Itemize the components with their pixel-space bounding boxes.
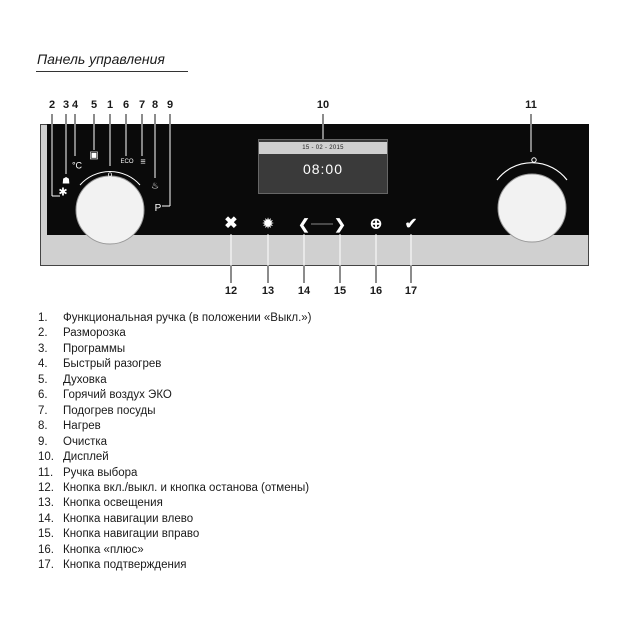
legend-number: 15. [38,528,54,541]
display-date: 15 - 02 - 2015 [259,142,387,154]
arrow-right-icon[interactable]: ❯ [334,216,346,232]
legend-text: Программы [63,342,126,355]
legend-text: Кнопка подтверждения [63,559,187,572]
legend-item: 16. Кнопка «плюс» [38,543,312,558]
power-icon[interactable]: ✖ [224,215,238,232]
programs-icon: ☗ [61,175,71,186]
callout-6: 6 [122,99,130,111]
legend-text: Быстрый разогрев [63,358,162,371]
legend-item: 3. Программы [38,342,312,357]
plate-warming-icon: ≡ [140,156,146,167]
page-heading: Панель управления [37,51,165,67]
legend-number: 5. [38,373,48,386]
eco-hot-air-icon: ECO [120,159,134,165]
heading-underline [36,71,188,72]
legend-item: 5. Духовка [38,373,312,388]
legend-number: 7. [38,404,48,417]
legend-text: Кнопка вкл./выкл. и кнопка останова (отм… [63,481,310,494]
callout-2: 2 [48,99,56,111]
callout-12: 12 [224,285,238,297]
legend-text: Кнопка «плюс» [63,543,144,556]
cleaning-icon: P [154,203,162,214]
legend-text: Разморозка [63,327,126,340]
legend-number: 2. [38,327,48,340]
legend-number: 4. [38,358,48,371]
callout-9: 9 [166,99,174,111]
legend-text: Кнопка навигации влево [63,512,194,525]
legend-text: Кнопка навигации вправо [63,528,200,541]
heating-icon: ♨ [150,180,160,191]
callout-10: 10 [316,99,330,111]
legend-text: Нагрев [63,420,101,433]
legend-item: 7. Подогрев посуды [38,404,312,419]
legend-number: 6. [38,389,48,402]
legend-list: 1. Функциональная ручка (в положении «Вык… [38,311,312,574]
defrost-icon: ✱ [58,186,68,199]
legend-number: 3. [38,342,48,355]
callout-4: 4 [71,99,79,111]
legend-item: 2. Разморозка [38,326,312,341]
legend-text: Дисплей [63,451,109,464]
legend-text: Кнопка освещения [63,497,163,510]
legend-text: Горячий воздух ЭКО [63,389,172,402]
legend-number: 8. [38,420,48,433]
arrow-left-icon[interactable]: ❮ [298,216,310,232]
plus-icon[interactable]: ⊕ [369,215,383,233]
legend-number: 9. [38,435,48,448]
legend-text: Духовка [63,373,107,386]
callout-17: 17 [404,285,418,297]
legend-text: Функциональная ручка (в положении «Выкл.… [63,312,312,324]
legend-text: Очистка [63,435,108,448]
legend-number: 16. [38,543,54,556]
legend-item: 15. Кнопка навигации вправо [38,527,312,542]
legend-number: 11. [38,466,54,479]
legend-item: 17. Кнопка подтверждения [38,558,312,573]
legend-number: 14. [38,512,54,525]
legend-item: 4. Быстрый разогрев [38,357,312,372]
callout-13: 13 [261,285,275,297]
legend-item: 12. Кнопка вкл./выкл. и кнопка останова (… [38,481,312,496]
callout-8: 8 [151,99,159,111]
legend-item: 11. Ручка выбора [38,466,312,481]
legend-item: 9. Очистка [38,435,312,450]
legend-number: 10. [38,451,54,464]
legend-number: 17. [38,559,54,572]
legend-text: Подогрев посуды [63,404,156,417]
legend-number: 13. [38,497,54,510]
legend-item: 10. Дисплей [38,450,312,465]
callout-5: 5 [90,99,98,111]
legend-item: 8. Нагрев [38,419,312,434]
light-icon[interactable]: ✹ [261,215,275,233]
callout-7: 7 [138,99,146,111]
legend-item: 6. Горячий воздух ЭКО [38,388,312,403]
display-time: 08:00 [302,161,344,177]
legend-item: 14. Кнопка навигации влево [38,512,312,527]
legend-number: 12. [38,481,54,494]
display: 15 - 02 - 2015 08:00 [258,139,388,194]
legend-item: 1. Функциональная ручка (в положении «Вык… [38,311,312,326]
legend-number: 1. [38,312,48,324]
function-knob-off-label: o [107,170,113,179]
check-icon[interactable]: ✔ [404,215,418,233]
callout-14: 14 [297,285,311,297]
oven-icon: ▣ [89,150,99,161]
callout-1: 1 [106,99,114,111]
legend-item: 13. Кнопка освещения [38,496,312,511]
callout-11: 11 [525,99,537,111]
callout-3: 3 [62,99,70,111]
fast-heat-icon: °С [71,160,83,171]
callout-16: 16 [369,285,383,297]
legend-text: Ручка выбора [63,466,138,479]
callout-15: 15 [333,285,347,297]
